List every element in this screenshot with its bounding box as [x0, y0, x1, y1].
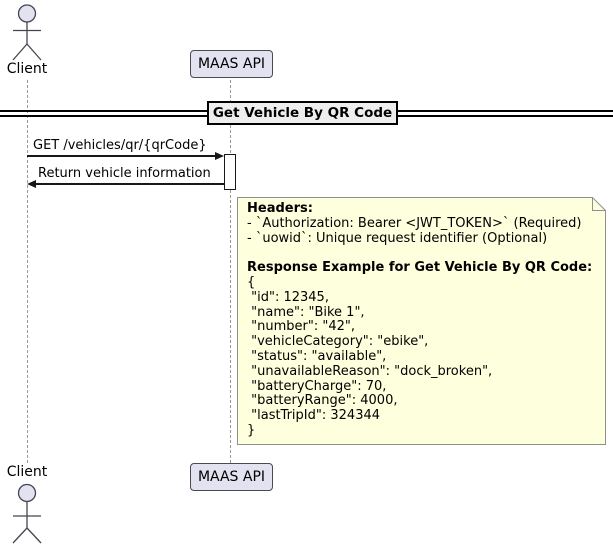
- message-return-arrow: [36, 183, 224, 185]
- client-actor-label-bottom: Client: [6, 464, 48, 480]
- message-request-arrow: [27, 155, 216, 157]
- note-json-line: {: [247, 274, 256, 290]
- client-lifeline: [27, 80, 28, 463]
- arrowhead-right-icon: [215, 152, 224, 160]
- note-json-line: "number": "42",: [247, 319, 355, 335]
- actor-icon: [12, 4, 42, 61]
- note-blank-line: [247, 246, 598, 261]
- message-return-label: Return vehicle information: [38, 166, 211, 181]
- note-json-line: }: [247, 422, 256, 438]
- note-json-line: "status": "available",: [247, 348, 387, 364]
- note-response-title: Response Example for Get Vehicle By QR C…: [247, 260, 593, 276]
- note-json-line: "batteryRange": 4000,: [247, 393, 398, 409]
- note-shape-icon: [237, 197, 606, 445]
- diagram-title: Get Vehicle By QR Code: [207, 101, 398, 125]
- note-header-line: - `uowid`: Unique request identifier (Op…: [247, 230, 548, 246]
- note-headers-title: Headers:: [247, 201, 313, 216]
- client-actor-label-top: Client: [6, 61, 48, 77]
- note-header-line: - `Authorization: Bearer <JWT_TOKEN>` (R…: [247, 215, 582, 231]
- arrowhead-left-icon: [27, 180, 36, 188]
- participant-maas-api-top: MAAS API: [190, 50, 273, 78]
- note: Headers: - `Authorization: Bearer <JWT_T…: [237, 197, 606, 445]
- note-json-line: "name": "Bike 1",: [247, 304, 365, 320]
- activation-bar: [224, 154, 236, 190]
- note-json-line: "unavailableReason": "dock_broken",: [247, 363, 493, 379]
- message-request-label: GET /vehicles/qr/{qrCode}: [33, 138, 207, 153]
- maas-api-lifeline: [230, 80, 231, 463]
- note-json-line: "batteryCharge": 70,: [247, 378, 387, 394]
- note-text: Headers: - `Authorization: Bearer <JWT_T…: [247, 201, 598, 439]
- actor-icon: [12, 483, 42, 544]
- participant-maas-api-bottom: MAAS API: [190, 463, 273, 491]
- note-json-line: "lastTripId": 324344: [247, 408, 381, 424]
- note-json-line: "vehicleCategory": "ebike",: [247, 334, 429, 350]
- note-json-line: "id": 12345,: [247, 289, 329, 305]
